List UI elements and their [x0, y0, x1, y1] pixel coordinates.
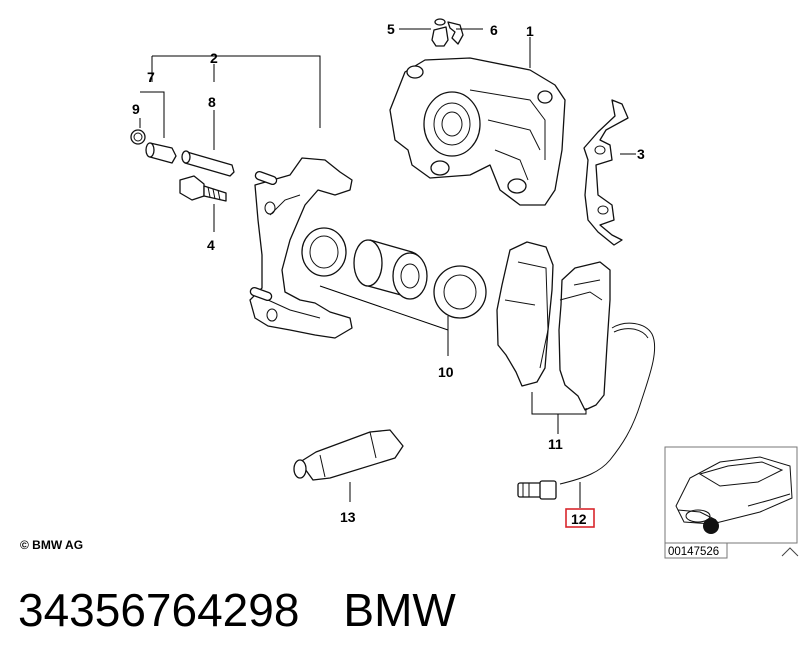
location-marker-icon: [703, 518, 719, 534]
leader-lines: [139, 28, 636, 508]
hex-bolt-part[interactable]: [179, 175, 227, 202]
callout-9[interactable]: 9: [132, 101, 140, 117]
piston-repair-kit-part[interactable]: [301, 227, 487, 319]
expand-triangle-icon[interactable]: [781, 547, 799, 557]
vehicle-thumbnail[interactable]: 00147526: [664, 446, 799, 559]
brand-name: BMW: [343, 584, 456, 636]
caliper-carrier-part[interactable]: [249, 157, 353, 339]
callout-7[interactable]: 7: [147, 69, 155, 85]
callout-labels: 1 2 3 4 5 6 7 8 9 10 11 12 13: [132, 21, 645, 528]
callout-1[interactable]: 1: [526, 23, 534, 39]
callout-10[interactable]: 10: [438, 364, 454, 380]
highlight-box: [565, 508, 595, 528]
callout-3[interactable]: 3: [637, 146, 645, 162]
part-number: 34356764298: [18, 584, 300, 636]
cap-part[interactable]: [130, 129, 146, 145]
guide-bolt-part[interactable]: [181, 150, 235, 177]
callout-5[interactable]: 5: [387, 21, 395, 37]
brake-pad-set-part[interactable]: [496, 241, 611, 411]
anti-rattle-spring-part[interactable]: [583, 99, 629, 246]
callout-11[interactable]: 11: [548, 436, 563, 452]
caliper-housing-part[interactable]: [389, 57, 566, 206]
callout-12[interactable]: 12: [571, 511, 587, 527]
callout-6[interactable]: 6: [490, 22, 498, 38]
grease-tube-part[interactable]: [293, 429, 404, 481]
diagram-code: 00147526: [668, 546, 719, 558]
dust-cap-part[interactable]: [447, 21, 464, 45]
guide-sleeve-part[interactable]: [145, 142, 177, 164]
copyright-notice: © BMW AG: [20, 538, 84, 552]
callout-4[interactable]: 4: [207, 237, 215, 253]
callout-13[interactable]: 13: [340, 509, 356, 525]
bleeder-screw-part[interactable]: [431, 18, 449, 47]
footer-title: 34356764298 BMW: [18, 583, 456, 637]
wear-sensor-part[interactable]: [517, 322, 656, 500]
callout-8[interactable]: 8: [208, 94, 216, 110]
callout-2[interactable]: 2: [210, 50, 218, 66]
